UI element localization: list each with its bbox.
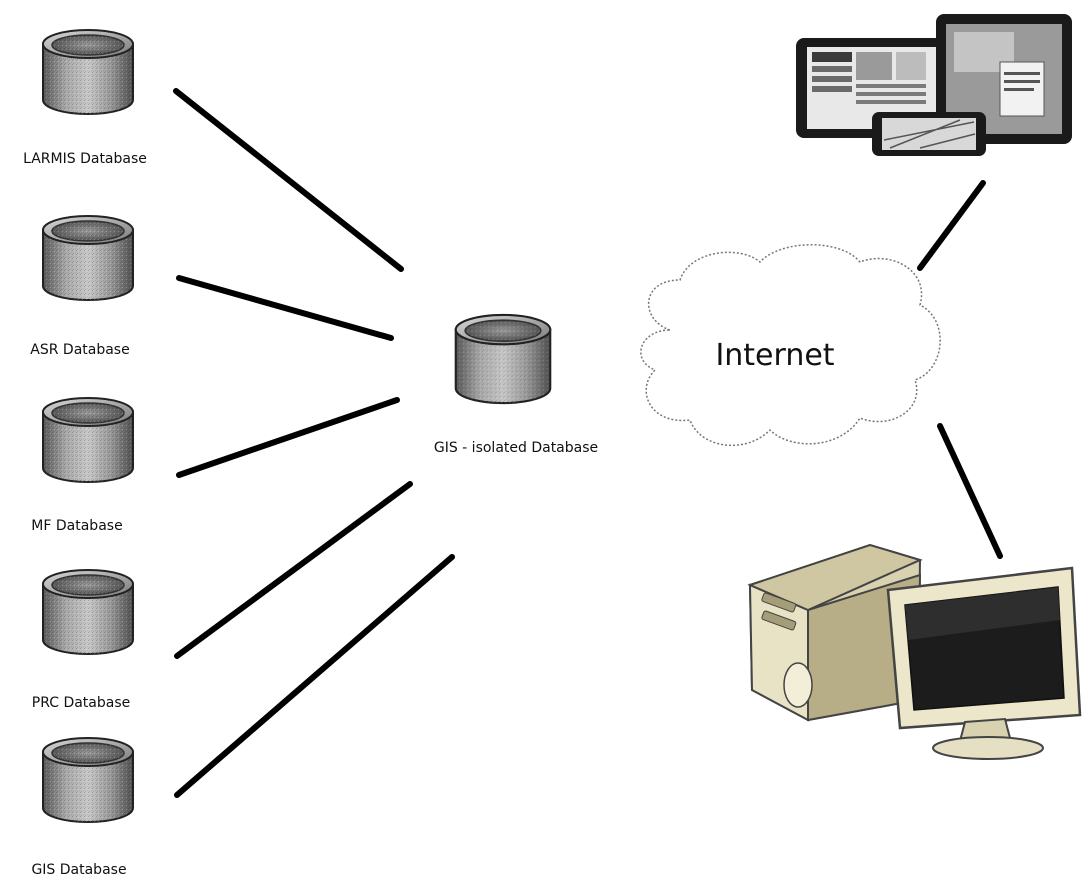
desktop-computer-icon	[747, 543, 1082, 760]
database-icon	[42, 737, 134, 823]
database-icon	[42, 29, 134, 115]
source-db-gis: GIS Database	[31, 737, 134, 878]
connection-lines	[173, 88, 1003, 798]
source-db-mf: MF Database	[31, 397, 134, 534]
db-label: GIS Database	[31, 862, 126, 878]
database-icon	[42, 397, 134, 483]
link-prc-to-hub	[174, 481, 413, 659]
db-label: PRC Database	[32, 695, 131, 711]
link-mf-to-hub	[176, 397, 400, 478]
link-asr-to-hub	[176, 275, 394, 341]
source-db-larmis: LARMIS Database	[23, 29, 147, 167]
hub-database: GIS - isolated Database	[434, 313, 598, 456]
database-icon	[42, 569, 134, 655]
db-label: MF Database	[31, 518, 122, 534]
source-db-asr: ASR Database	[30, 215, 134, 358]
link-cloud-to-devices	[917, 180, 986, 271]
db-label: ASR Database	[30, 342, 129, 358]
link-larmis-to-hub	[173, 88, 404, 272]
hub-label: GIS - isolated Database	[434, 440, 598, 456]
cloud-label: Internet	[715, 338, 834, 373]
db-label: LARMIS Database	[23, 151, 147, 167]
database-icon	[454, 313, 552, 405]
link-cloud-to-desktop	[937, 423, 1003, 559]
internet-cloud: Internet	[640, 244, 941, 447]
cloud-icon	[640, 244, 941, 447]
tablet-phone-devices-icon	[796, 14, 1072, 156]
database-icon	[42, 215, 134, 301]
source-db-prc: PRC Database	[32, 569, 134, 711]
link-gis-to-hub	[174, 554, 455, 798]
